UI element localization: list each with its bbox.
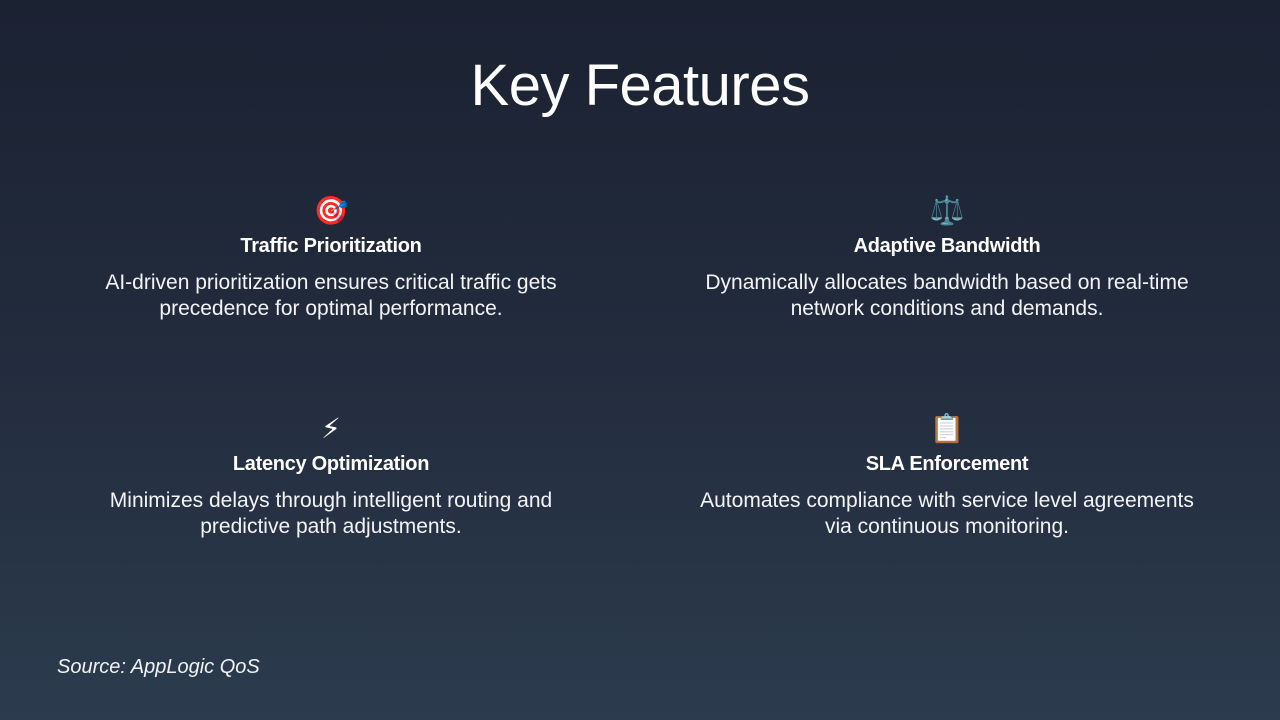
feature-description: AI-driven prioritization ensures critica…	[105, 271, 557, 320]
source-note: Source: AppLogic QoS	[57, 656, 260, 678]
feature-card-traffic-prioritization: 🎯 Traffic Prioritization AI-driven prior…	[71, 193, 591, 322]
feature-description: Dynamically allocates bandwidth based on…	[705, 271, 1189, 320]
page-title: Key Features	[470, 53, 810, 118]
feature-title: Traffic Prioritization	[240, 235, 422, 257]
feature-card-sla-enforcement: 📋 SLA Enforcement Automates compliance w…	[687, 411, 1207, 540]
feature-card-latency-optimization: ⚡ Latency Optimization Minimizes delays …	[71, 411, 591, 540]
target-icon: 🎯	[313, 195, 349, 226]
feature-title: SLA Enforcement	[865, 453, 1029, 475]
clipboard-icon: 📋	[929, 413, 965, 444]
scales-icon: ⚖️	[929, 195, 965, 226]
lightning-icon: ⚡	[321, 413, 341, 444]
feature-card-adaptive-bandwidth: ⚖️ Adaptive Bandwidth Dynamically alloca…	[687, 193, 1207, 322]
feature-title: Adaptive Bandwidth	[853, 235, 1041, 257]
feature-description: Minimizes delays through intelligent rou…	[109, 489, 553, 538]
feature-title: Latency Optimization	[232, 453, 430, 475]
feature-description: Automates compliance with service level …	[700, 489, 1194, 538]
